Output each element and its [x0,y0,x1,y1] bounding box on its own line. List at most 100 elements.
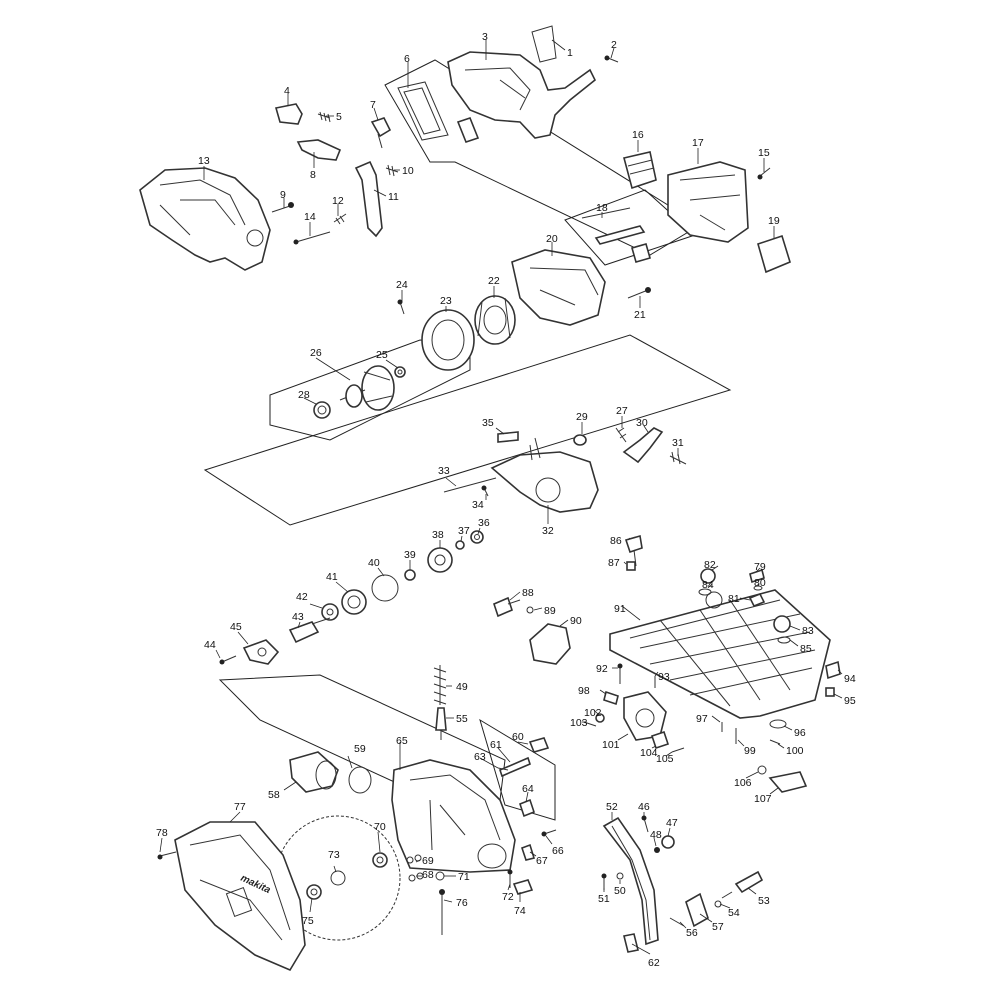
callout-98: 98 [578,685,590,697]
pivot-pin-55 [435,707,447,731]
callout-80: 80 [754,577,766,589]
callout-60: 60 [512,731,524,743]
knob-94 [825,660,841,680]
callout-56: 56 [686,927,698,939]
callout-13: 13 [198,155,210,167]
frame-gearbox-group [203,334,732,526]
nut-47 [661,835,675,849]
callout-52: 52 [606,801,618,813]
callout-73: 73 [328,849,340,861]
washer-106 [757,765,767,775]
callout-89: 89 [544,605,556,617]
nut-87 [626,561,636,571]
callout-87: 87 [608,557,620,569]
callout-79: 79 [754,561,766,573]
plate-81 [748,592,766,608]
callout-69: 69 [422,855,434,867]
callout-104: 104 [640,747,658,759]
bolt-74 [512,879,534,895]
bearing-25 [394,366,406,378]
callout-84: 84 [702,579,714,591]
plate-6 [397,81,449,141]
retainer-45 [242,639,280,665]
callout-50: 50 [614,885,626,897]
saw-blade-73 [275,815,401,941]
nut-102 [595,713,605,723]
bearing-28 [313,401,331,419]
callout-11: 11 [388,191,399,203]
callout-33: 33 [438,465,450,477]
callout-25: 25 [376,349,388,361]
callout-27: 27 [616,405,628,417]
knob-107 [768,771,808,793]
callout-95: 95 [844,695,856,707]
callout-9: 9 [280,189,286,201]
callout-99: 99 [744,745,756,757]
callout-94: 94 [844,673,856,685]
callout-30: 30 [636,417,648,429]
armature-26 [361,365,395,411]
callout-29: 29 [576,411,588,423]
washer-71 [435,871,445,881]
collar-70 [372,852,388,868]
frame-armature-group [269,339,471,441]
collar-75 [306,884,322,900]
callout-90: 90 [570,615,582,627]
cap-29 [573,434,587,446]
dust-nozzle-58 [289,751,339,793]
bevel-guide-52 [602,816,659,946]
callout-59: 59 [354,743,366,755]
callout-83: 83 [802,625,814,637]
callout-68: 68 [422,869,434,881]
callout-70: 70 [374,821,386,833]
callout-43: 43 [292,611,304,623]
brush-plate-18 [581,207,631,219]
callout-34: 34 [472,499,484,511]
screw-63 [497,767,509,771]
washer-39 [404,569,416,581]
bearing-42 [321,603,339,621]
callout-96: 96 [794,727,806,739]
callout-5: 5 [336,111,342,123]
spring-5 [317,111,331,123]
quadrant-90 [529,623,571,665]
nut-95 [825,687,835,697]
bracket-57 [685,892,709,928]
callout-61: 61 [490,739,502,751]
callout-102: 102 [584,707,602,719]
knob-88 [493,596,513,618]
callout-7: 7 [370,99,376,111]
disk-40 [371,574,399,602]
callout-81: 81 [728,593,740,605]
callout-64: 64 [522,783,534,795]
bearing-36 [470,530,484,544]
callout-75: 75 [302,915,314,927]
callout-91: 91 [614,603,626,615]
controller-17 [667,161,749,243]
callout-88: 88 [522,587,534,599]
callout-49: 49 [456,681,468,693]
knob-104 [650,730,670,750]
washer-84 [698,588,712,596]
ring-37 [455,540,465,550]
screw-98 [603,690,619,706]
screw-44 [221,655,237,663]
callout-2: 2 [611,39,617,51]
callout-10: 10 [402,165,414,177]
callout-76: 76 [456,897,468,909]
spring-27 [615,427,627,443]
callout-97: 97 [696,713,708,725]
pin-35 [497,431,519,443]
spring-12 [333,213,347,225]
bearing-box-41 [341,589,367,615]
lever-60 [528,737,550,753]
washer-69 [406,856,414,864]
callout-105: 105 [656,753,674,765]
washer-96 [769,719,787,729]
lever-8 [296,139,342,161]
motor-housing-20 [511,249,606,326]
spring-49 [433,665,447,705]
callout-39: 39 [404,549,416,561]
callout-58: 58 [268,789,280,801]
